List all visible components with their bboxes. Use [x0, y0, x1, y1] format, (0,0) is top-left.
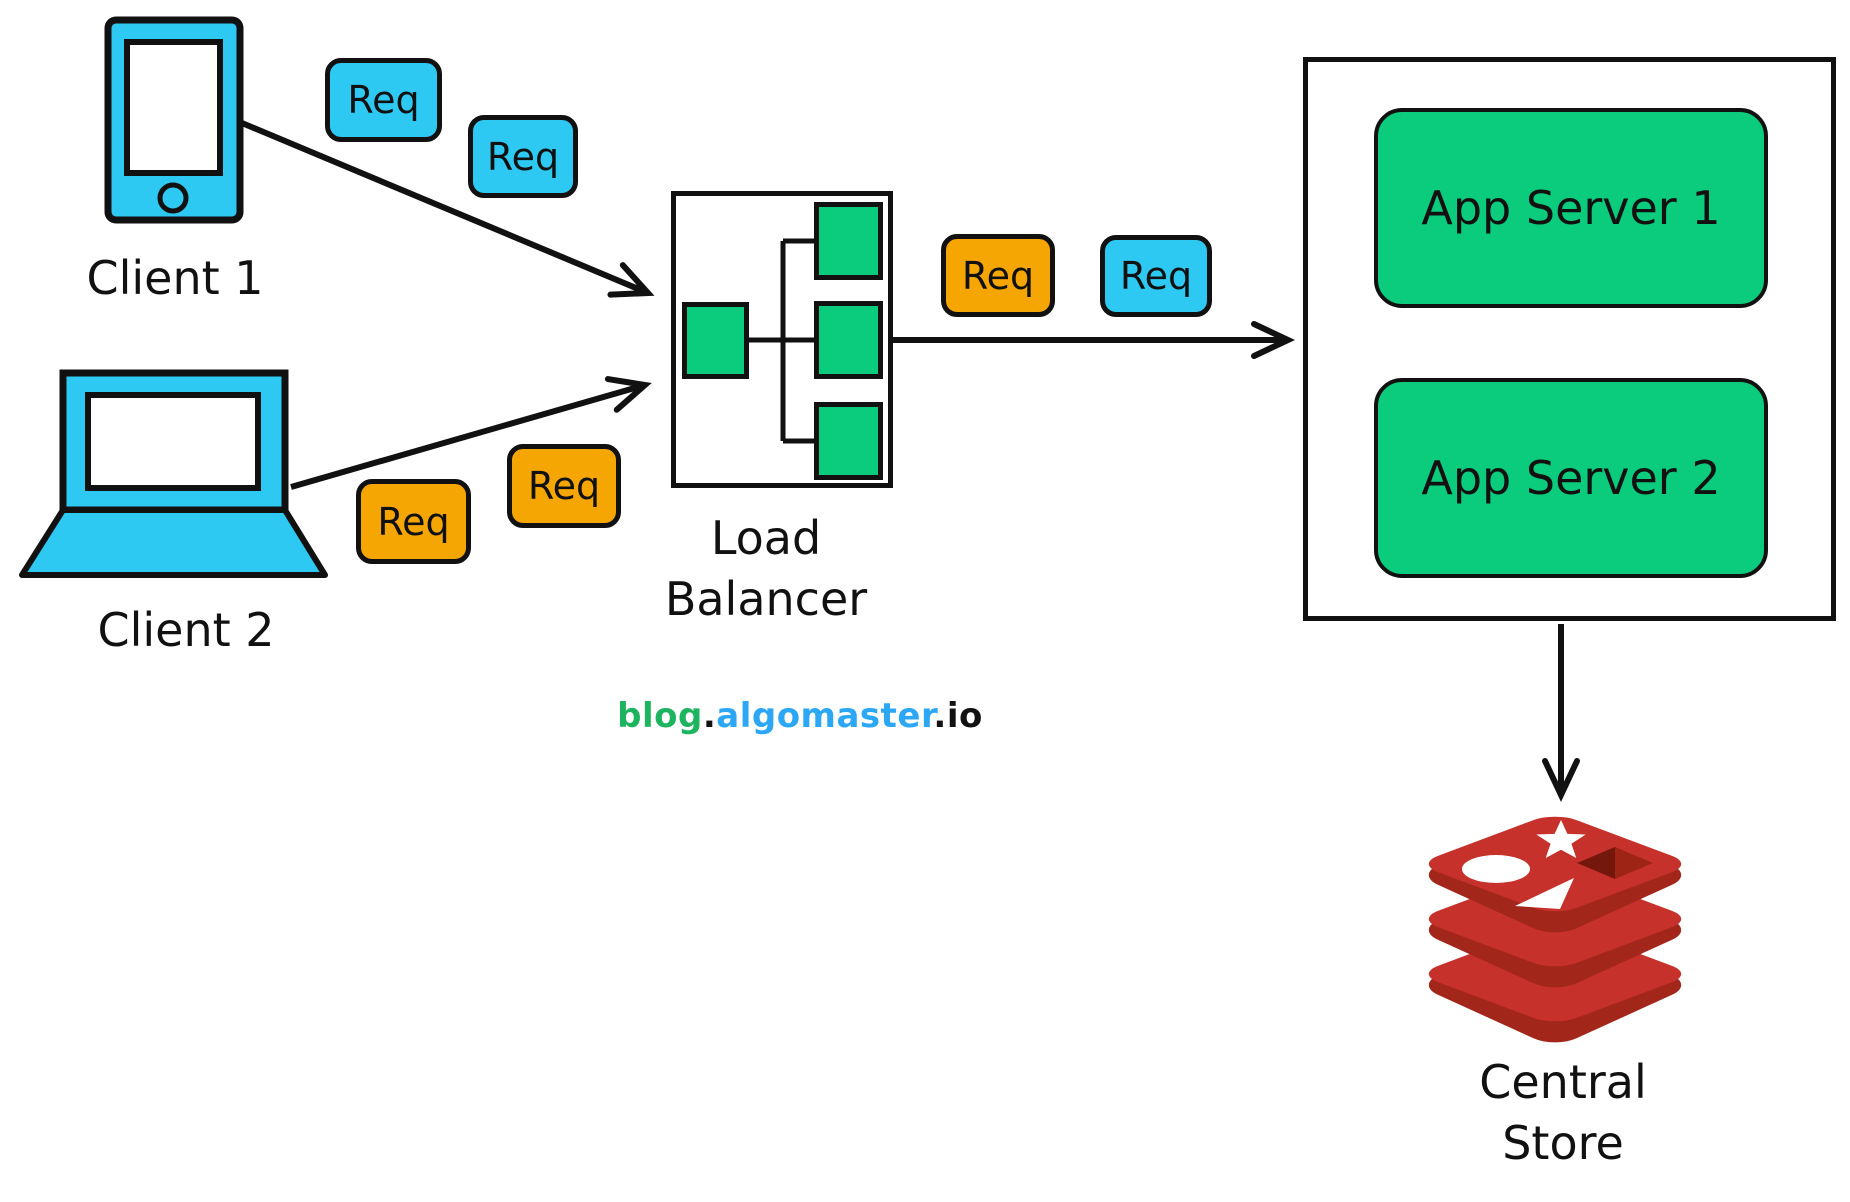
arrow-client2-to-lb — [290, 376, 652, 490]
redis-database-icon — [1428, 816, 1682, 1043]
client1-label: Client 1 — [86, 251, 264, 305]
central-store-label: Central Store — [1413, 1052, 1713, 1173]
app-server-1-label: App Server 1 — [1421, 181, 1721, 235]
load-balancer-label-line1: Load — [710, 511, 822, 565]
app-server-1-box: App Server 1 — [1374, 108, 1768, 308]
req-label: Req — [347, 78, 420, 122]
redis-hole-right — [1615, 847, 1653, 879]
req-badge-lb-out-cyan: Req — [1100, 235, 1212, 317]
lb-connector-lines — [749, 238, 814, 444]
watermark-algomaster: algomaster — [716, 696, 934, 736]
phone-screen — [124, 39, 223, 176]
watermark-io: io — [946, 696, 983, 736]
lb-input-node — [682, 302, 749, 379]
req-label: Req — [486, 134, 560, 179]
req-badge-client1-a: Req — [325, 58, 442, 142]
load-balancer-label-line2: Balancer — [664, 571, 868, 626]
watermark-dot1: . — [702, 696, 717, 736]
watermark-blog: blog — [617, 696, 703, 736]
laptop-icon — [19, 369, 328, 578]
req-label: Req — [377, 499, 450, 544]
req-label: Req — [527, 464, 601, 508]
laptop-base — [19, 507, 328, 578]
central-store-label-line2: Store — [1502, 1115, 1624, 1170]
req-badge-client2-b: Req — [507, 444, 621, 528]
phone-home-button — [157, 182, 189, 214]
arrow-client1-to-lb — [240, 120, 655, 298]
phone-icon — [104, 16, 244, 224]
app-server-2-box: App Server 2 — [1374, 378, 1768, 578]
req-badge-client2-a: Req — [356, 479, 471, 564]
watermark: blog.algomaster.io — [600, 696, 1000, 736]
lb-output-node-1 — [814, 202, 883, 280]
app-server-2-label: App Server 2 — [1421, 451, 1721, 505]
redis-hole-left — [1577, 847, 1615, 879]
req-badge-client1-b: Req — [468, 115, 578, 198]
req-label: Req — [1119, 254, 1193, 298]
redis-star-shape — [1536, 820, 1586, 858]
redis-triangle-shape — [1515, 878, 1574, 909]
client2-label: Client 2 — [97, 603, 275, 657]
laptop-screen — [85, 392, 261, 491]
lb-output-node-2 — [814, 301, 883, 379]
load-balancer-label: Load Balancer — [626, 508, 906, 629]
redis-circle-shape — [1462, 855, 1530, 883]
watermark-dot2: . — [933, 696, 947, 736]
central-store-label-line1: Central — [1479, 1055, 1647, 1109]
req-label: Req — [961, 253, 1035, 298]
req-badge-lb-out-orange: Req — [941, 234, 1055, 317]
lb-output-node-3 — [814, 402, 883, 480]
